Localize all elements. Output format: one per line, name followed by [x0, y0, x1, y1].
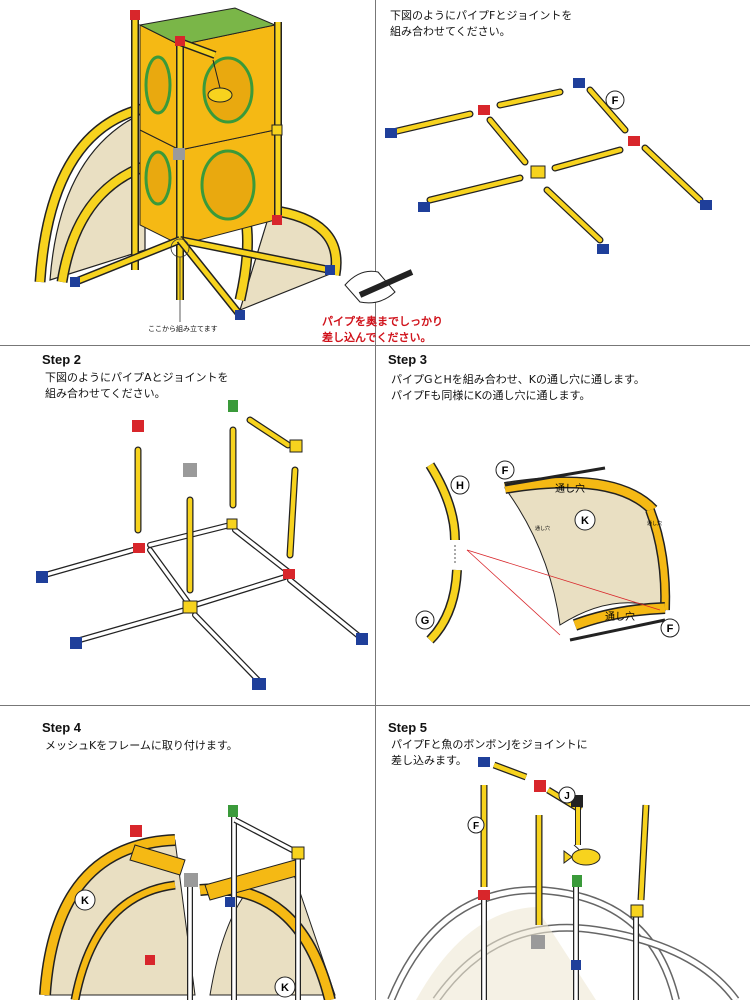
step4-title: Step 4: [42, 720, 82, 735]
fish-pompom-icon: [207, 87, 233, 103]
divider-vertical-bottom: [375, 705, 376, 1000]
step5-title: Step 5: [388, 720, 428, 735]
step3-hole-top: 通し穴: [555, 482, 585, 495]
hand-pushing-pipe-icon: [344, 269, 414, 304]
step3-hole-side-right: 通し穴: [647, 520, 662, 527]
step4-instruction: メッシュKをフレームに取り付けます。: [45, 739, 238, 752]
divider-vertical-middle: [375, 345, 376, 705]
step2-illustration: [36, 400, 368, 690]
fish-pompom-icon: [563, 844, 601, 866]
step4-label-k-left: K: [81, 895, 89, 907]
step1-instruction: 下図のようにパイプFとジョイントを 組み合わせてください。: [390, 9, 573, 38]
step3-illustration: 通し穴 通し穴 通し穴 通し穴 H G F F K: [415, 460, 680, 644]
step3-instruction: パイプGとHを組み合わせ、Kの通し穴に通します。 パイプFも同様にKの通し穴に通…: [391, 373, 645, 402]
step4-illustration: K K: [39, 805, 336, 1000]
step3-label-f-top: F: [502, 465, 509, 477]
step3-label-h: H: [456, 480, 464, 492]
step4-label-k-right: K: [281, 982, 289, 994]
step1-label-f: F: [612, 95, 619, 107]
step5-instruction: パイプFと魚のボンボンJをジョイントに 差し込みます。: [391, 738, 588, 767]
completed-toy-illustration: [34, 7, 414, 322]
assembly-start-callout: ここから組み立てます: [148, 325, 218, 333]
step3-title: Step 3: [388, 352, 428, 367]
step2-instruction: 下図のようにパイプAとジョイントを 組み合わせてください。: [45, 371, 229, 400]
step2-title: Step 2: [42, 352, 82, 367]
step5-label-j: J: [564, 791, 570, 802]
step3-label-f-bottom: F: [667, 623, 674, 635]
step5-label-f: F: [473, 821, 479, 832]
step5-illustration: F J: [387, 757, 740, 1000]
step3-label-g: G: [421, 615, 430, 627]
step3-hole-side-left: 通し穴: [535, 525, 550, 532]
pipe-insert-warning: パイプを奥までしっかり 差し込んでください。: [322, 315, 443, 344]
step3-label-k: K: [581, 515, 589, 527]
step3-hole-bottom: 通し穴: [605, 610, 635, 623]
step1-illustration: F: [385, 78, 712, 254]
divider-vertical-top: [375, 0, 376, 345]
